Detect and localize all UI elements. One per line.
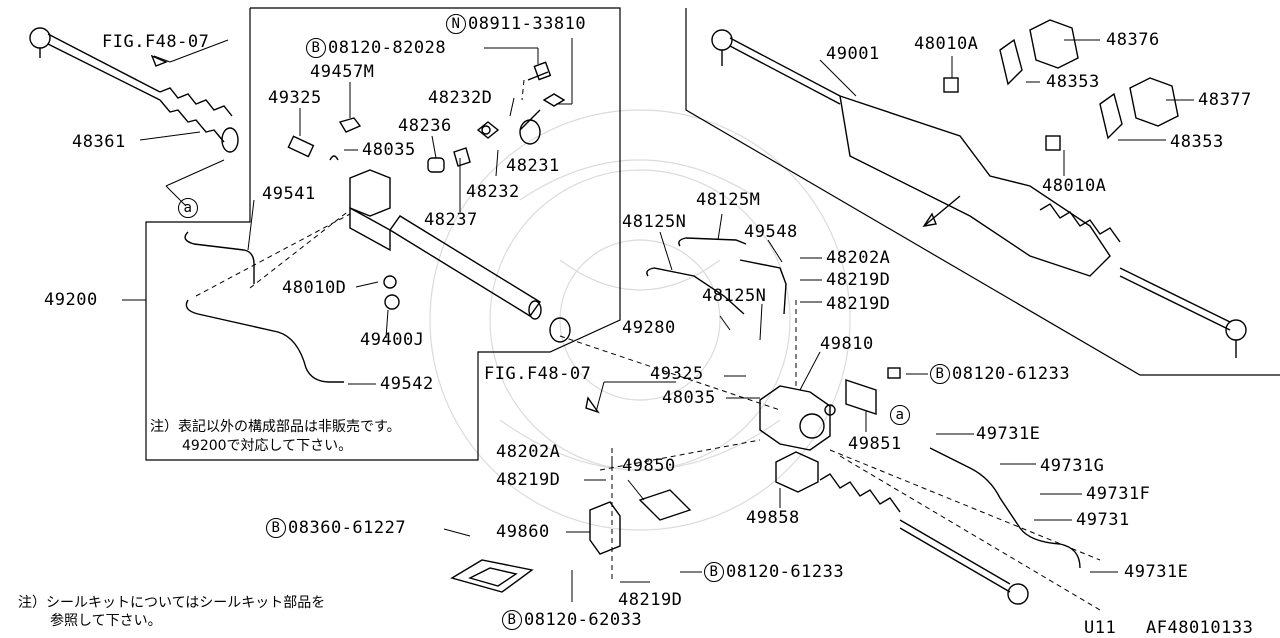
part-number-08360-61227: 08360-61227 — [288, 518, 407, 538]
label-48353-top[interactable]: 48353 — [1046, 72, 1100, 92]
label-49850[interactable]: 49850 — [622, 456, 676, 476]
bolt-prefix-b: B — [704, 562, 724, 582]
label-49325-mid[interactable]: 49325 — [650, 364, 704, 384]
part-number-08911-33810: 08911-33810 — [468, 14, 587, 34]
note-inner-line1: 注）表記以外の構成部品は非販売です。 — [150, 419, 401, 435]
label-48010a-top[interactable]: 48010A — [914, 34, 979, 54]
label-49731[interactable]: 49731 — [1076, 510, 1130, 530]
bolt-prefix-b: B — [930, 364, 950, 384]
bolt-prefix-b: B — [306, 38, 326, 58]
note-bottom-line2: 参照して下さい。 — [50, 613, 162, 629]
drawing-number: AF48010133 — [1146, 618, 1254, 638]
bolt-prefix-b: B — [502, 610, 522, 630]
label-49860[interactable]: 49860 — [496, 522, 550, 542]
label-48035-top[interactable]: 48035 — [362, 140, 416, 160]
label-48125n-bottom[interactable]: 48125N — [702, 286, 767, 306]
label-48219d-1[interactable]: 48219D — [826, 270, 891, 290]
rack-housing-inner — [349, 169, 571, 343]
label-49810[interactable]: 49810 — [820, 334, 874, 354]
watermark-emblem — [429, 109, 851, 531]
bolt-prefix-b: B — [266, 518, 286, 538]
steering-gear-assembly-49001 — [711, 29, 1247, 358]
label-48236[interactable]: 48236 — [398, 116, 452, 136]
callout-a-right: a — [890, 405, 912, 425]
label-48353-bottom[interactable]: 48353 — [1170, 132, 1224, 152]
label-48361[interactable]: 48361 — [72, 132, 126, 152]
label-49851[interactable]: 49851 — [848, 434, 902, 454]
label-48202a-bottom[interactable]: 48202A — [496, 442, 561, 462]
label-49541[interactable]: 49541 — [262, 184, 316, 204]
callout-a-top: a — [178, 198, 200, 218]
bracket-parts-right — [943, 19, 1179, 151]
pipe-49542 — [185, 299, 344, 383]
assembly-box-49200 — [145, 7, 621, 461]
label-48232d[interactable]: 48232D — [428, 88, 493, 108]
cover-plate — [450, 559, 534, 593]
label-49731g[interactable]: 49731G — [1040, 456, 1105, 476]
callout-a-label: a — [890, 405, 910, 425]
pipes-48125 — [646, 237, 787, 315]
valve-body-49810 — [759, 385, 836, 451]
part-number-08120-82028: 08120-82028 — [328, 38, 447, 58]
label-49280[interactable]: 49280 — [622, 318, 676, 338]
nut-prefix-n: N — [446, 14, 466, 34]
part-number-08120-61233: 08120-61233 — [726, 562, 845, 582]
arrows — [150, 54, 600, 414]
label-49542[interactable]: 49542 — [380, 374, 434, 394]
boot-rack-lower — [819, 473, 1029, 605]
label-48125m[interactable]: 48125M — [696, 190, 761, 210]
callout-a-label: a — [178, 198, 198, 218]
note-bottom-line1: 注）シールキットについてはシールキット部品を — [18, 595, 326, 611]
label-49548[interactable]: 49548 — [744, 222, 798, 242]
label-49457m[interactable]: 49457M — [310, 62, 375, 82]
label-48377[interactable]: 48377 — [1198, 90, 1252, 110]
label-49400j[interactable]: 49400J — [360, 330, 425, 350]
pipe-49731 — [929, 447, 1081, 569]
pipe-49541 — [184, 231, 255, 284]
leader-lines — [122, 38, 1194, 602]
label-48202a-top[interactable]: 48202A — [826, 248, 891, 268]
label-49325-top[interactable]: 49325 — [268, 88, 322, 108]
label-49731f[interactable]: 49731F — [1086, 484, 1151, 504]
label-48010a-bottom[interactable]: 48010A — [1042, 176, 1107, 196]
label-48219d-4[interactable]: 48219D — [618, 590, 683, 610]
label-49858[interactable]: 49858 — [746, 508, 800, 528]
seal-49858 — [775, 451, 819, 493]
label-fig-f48-07-mid[interactable]: FIG.F48-07 — [484, 364, 592, 384]
label-48219d-3[interactable]: 48219D — [496, 470, 561, 490]
label-48010d[interactable]: 48010D — [282, 278, 347, 298]
label-fig-f48-07-top[interactable]: FIG.F48-07 — [102, 32, 210, 52]
valve-49860 — [589, 489, 692, 555]
label-48125n-top[interactable]: 48125N — [622, 212, 687, 232]
tie-rod-48361 — [29, 27, 239, 153]
assembly-box-49001 — [685, 8, 1280, 376]
label-49731e-bottom[interactable]: 49731E — [1124, 562, 1189, 582]
label-49001[interactable]: 49001 — [826, 44, 880, 64]
label-49200[interactable]: 49200 — [44, 290, 98, 310]
page-code: U11 — [1084, 618, 1117, 638]
label-49731e-top[interactable]: 49731E — [976, 424, 1041, 444]
direction-arrow — [922, 195, 961, 227]
label-48237[interactable]: 48237 — [424, 210, 478, 230]
part-number-08120-62033: 08120-62033 — [524, 610, 643, 630]
note-inner-line2: 49200で対応して下さい。 — [182, 438, 353, 454]
label-48232[interactable]: 48232 — [466, 182, 520, 202]
label-48219d-2[interactable]: 48219D — [826, 294, 891, 314]
label-48035-mid[interactable]: 48035 — [662, 388, 716, 408]
label-48231[interactable]: 48231 — [506, 156, 560, 176]
bracket-49851 — [845, 367, 901, 415]
label-48376[interactable]: 48376 — [1106, 30, 1160, 50]
part-number-08120-61233: 08120-61233 — [952, 364, 1071, 384]
